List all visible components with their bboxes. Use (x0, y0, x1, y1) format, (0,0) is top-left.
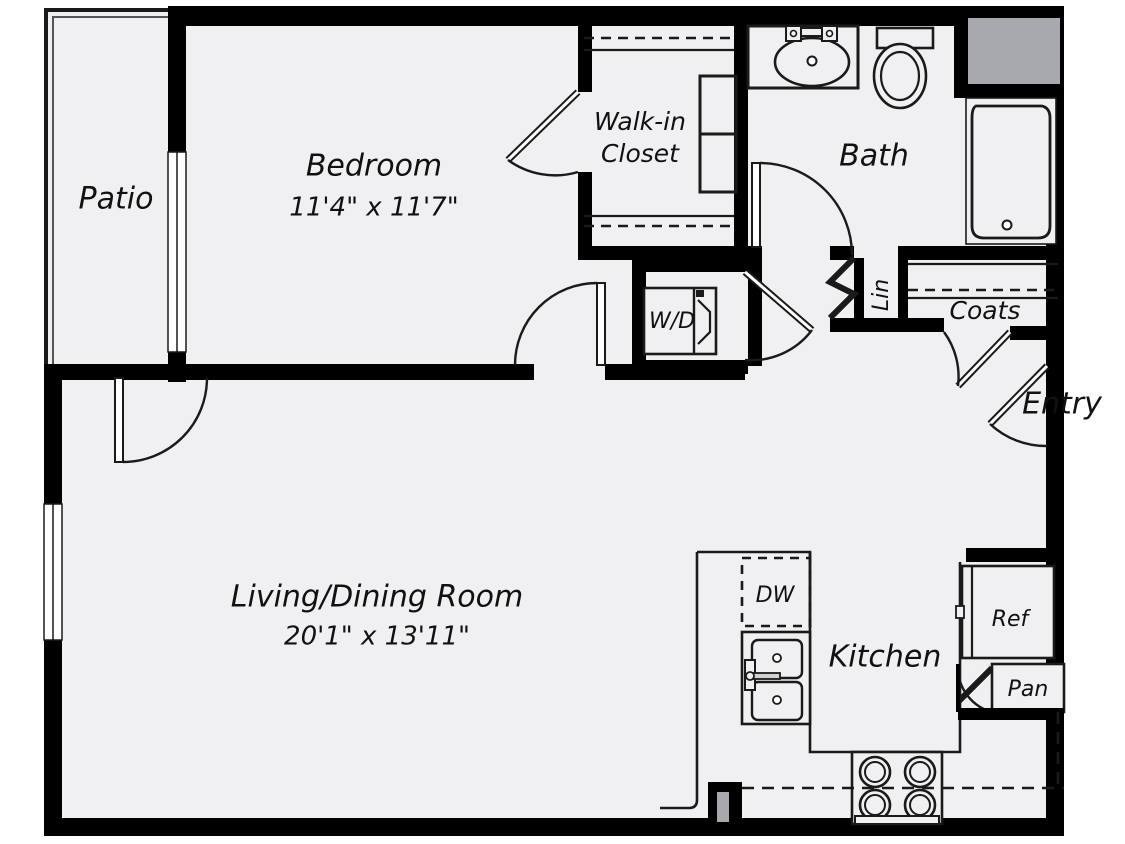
washer-dryer-control (696, 290, 704, 297)
wall-bath-south-a (830, 246, 854, 260)
bath-faucet-dot-right (825, 29, 834, 38)
kitchen-sink-drain-top (772, 653, 782, 663)
bath-fixtures (746, 24, 1057, 245)
patio-wall-left-inner (52, 16, 54, 368)
wall-pantry-bottom (958, 708, 1064, 720)
label-linen-closet: Lin (869, 279, 894, 311)
bathtub-drain (1001, 219, 1013, 231)
label-living-dining: Living/Dining Room (231, 580, 523, 615)
label-refrigerator: Ref (992, 607, 1032, 632)
label-kitchen: Kitchen (829, 640, 942, 675)
wall-bath-shaft-left (954, 18, 968, 96)
pantry-box (990, 662, 1066, 714)
bathtub-basin (970, 104, 1052, 240)
bath-sink-drain (806, 55, 818, 67)
door-walkin-closet[interactable] (505, 89, 581, 177)
door-bedroom[interactable] (513, 281, 606, 366)
washer-dryer-unit (642, 286, 718, 356)
closet-shelf-box-2 (698, 132, 738, 194)
patio-wall-top-inner (52, 16, 184, 18)
wall-living-north-b (186, 364, 534, 380)
exterior-wall-bottom (44, 818, 1064, 836)
exterior-walls (43, 6, 1064, 836)
label-walkin-closet-line2: Closet (601, 139, 680, 168)
door-patio-living[interactable] (114, 377, 209, 464)
wall-closet-bath (734, 6, 748, 260)
bath-faucet-spout (798, 27, 825, 37)
door-entry[interactable] (987, 363, 1050, 448)
doors (114, 89, 1050, 714)
room-labels: Patio Bedroom 11'4" x 11'7" Walk-in Clos… (79, 107, 1104, 702)
burner-front-left-inner (864, 761, 886, 783)
label-washer-dryer: W/D (649, 309, 695, 334)
kitchen-sink-drain-bottom (772, 695, 782, 705)
wall-entry-right (1046, 366, 1064, 436)
kitchen-faucet-knob (745, 671, 755, 681)
bath-faucet-dot-left (789, 29, 798, 38)
label-pantry: Pan (1008, 677, 1049, 702)
wall-kitchen-ref-top (966, 548, 1064, 562)
wall-living-north-a (62, 364, 186, 380)
interior-walls (62, 6, 1064, 822)
kitchen-fixtures (660, 550, 1066, 826)
label-living-dining-dimensions: 20'1" x 13'11" (284, 622, 470, 652)
door-bath[interactable] (751, 161, 854, 256)
door-washer-dryer[interactable] (742, 269, 815, 362)
burner-back-left-inner (864, 794, 886, 816)
wall-bath-shaft-bottom (954, 84, 1064, 98)
label-walkin-closet-line1: Walk-in (594, 107, 686, 136)
door-coats[interactable] (943, 329, 1013, 389)
wall-coats-right (1010, 326, 1064, 340)
washer-dryer-box (642, 286, 718, 356)
refrigerator-box (960, 564, 1056, 660)
label-patio: Patio (79, 182, 154, 217)
exterior-wall-left-b (44, 640, 62, 836)
label-coats-closet: Coats (950, 296, 1021, 325)
range-front-rail (854, 815, 940, 825)
column-fill (717, 792, 729, 822)
closet-shelving (584, 36, 1058, 300)
floor-fills (44, 8, 1064, 836)
mechanical-shaft (968, 18, 1060, 84)
kitchen-peninsula-edge (660, 552, 699, 810)
wall-linen-right (898, 258, 908, 330)
wall-wd-top (632, 260, 748, 272)
door-linen-bifold[interactable] (824, 255, 860, 321)
label-bedroom-dimensions: 11'4" x 11'7" (289, 193, 458, 223)
wall-coats-bottom (908, 318, 944, 332)
wall-bath-south-b (898, 246, 1064, 260)
burner-back-right-inner (909, 794, 931, 816)
wall-linen-left (854, 258, 864, 330)
exterior-wall-top (176, 6, 1064, 26)
wall-patio-bedroom-upper (168, 6, 186, 152)
wall-closet-bottom (578, 246, 748, 260)
refrigerator-handle (955, 605, 965, 619)
wall-linen-bottom (830, 318, 908, 332)
washer-dryer-door-glyph (697, 299, 712, 345)
unit-floor (44, 8, 1064, 836)
wall-hall-left (748, 246, 762, 366)
wall-wd-bottom (632, 360, 748, 374)
patio-wall-top (44, 8, 186, 12)
toilet-bowl-inner (879, 50, 921, 102)
wall-pantry-left (956, 664, 960, 712)
window-left-wall (43, 503, 63, 641)
exterior-wall-left-a (44, 364, 62, 504)
label-entry: Entry (1022, 387, 1103, 422)
patio-sliding-door[interactable] (167, 151, 187, 353)
label-dishwasher: DW (756, 583, 796, 608)
label-bath: Bath (839, 139, 909, 174)
patio-wall-left (44, 8, 48, 378)
label-bedroom: Bedroom (306, 149, 442, 184)
wall-wd-left (632, 260, 646, 370)
burner-front-right-inner (909, 761, 931, 783)
